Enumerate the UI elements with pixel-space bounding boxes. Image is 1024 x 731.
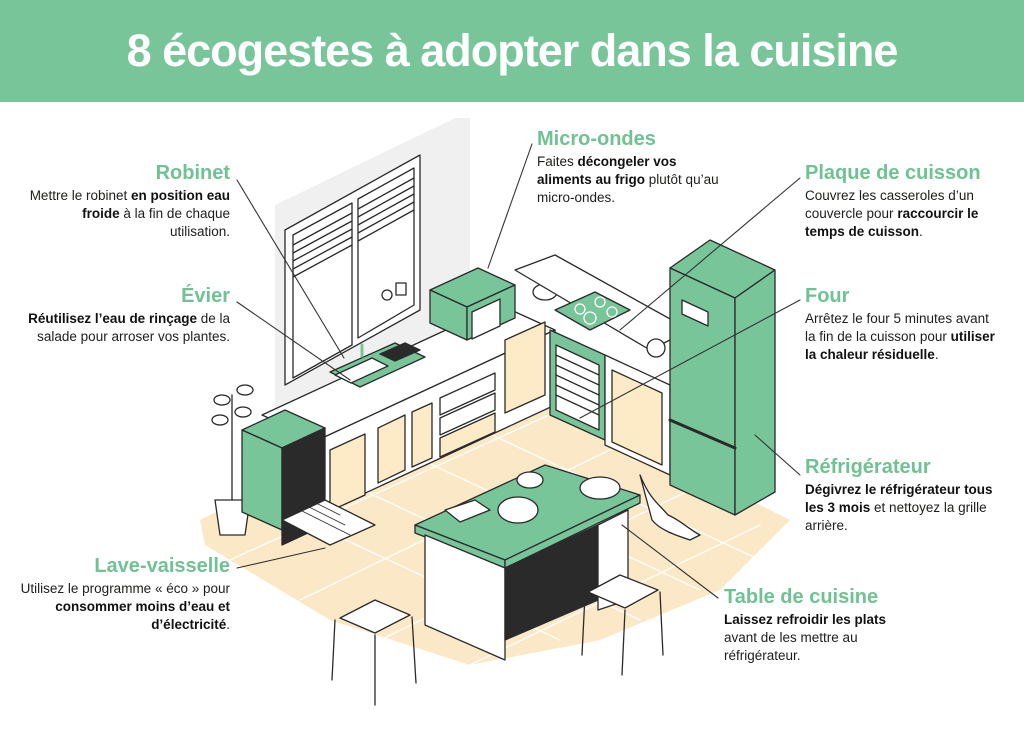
- leader-lines: [236, 143, 801, 599]
- tip-title: Évier: [181, 285, 230, 307]
- tip-robinet: Robinet Mettre le robinet en position ea…: [20, 161, 230, 241]
- dishwasher: [241, 409, 376, 546]
- tip-title: Robinet: [155, 162, 230, 184]
- tip-four: Four Arrêtez le four 5 minutes avant la …: [805, 285, 995, 362]
- stool-left: [331, 599, 417, 706]
- kitchen-island: [414, 464, 641, 661]
- tip-evier: Évier Réutilisez l’eau de rinçage de la …: [20, 284, 230, 346]
- header-banner: 8 écogestes à adopter dans la cuisine: [0, 0, 1024, 102]
- cat: [639, 474, 701, 541]
- kitchen-scale: [646, 338, 666, 358]
- kitchen-illustration: [200, 118, 801, 706]
- tip-title: Lave-vaisselle: [94, 555, 230, 577]
- microwave: [429, 267, 516, 341]
- tip-title: Plaque de cuisson: [805, 162, 981, 184]
- tip-title: Four: [805, 285, 850, 307]
- tip-lave-vaisselle: Lave-vaisselle Utilisez le programme « é…: [20, 555, 230, 632]
- stool-right: [581, 574, 664, 676]
- tip-title: Réfrigérateur: [805, 456, 931, 478]
- tip-table: Table de cuisine Laissez refroidir les p…: [724, 585, 909, 665]
- tip-title: Table de cuisine: [724, 586, 879, 608]
- plant: [211, 384, 254, 536]
- tip-micro-ondes: Micro-ondes Faites décongeler vos alimen…: [537, 127, 722, 207]
- page-title: 8 écogestes à adopter dans la cuisine: [126, 25, 899, 76]
- tip-refrigerateur: Réfrigérateur Dégivrez le réfrigérateur …: [805, 455, 1010, 535]
- fridge: [668, 239, 776, 516]
- window: [284, 154, 421, 386]
- cooktop: [554, 291, 631, 331]
- tip-plaque: Plaque de cuisson Couvrez les casseroles…: [805, 161, 1010, 241]
- tip-title: Micro-ondes: [537, 128, 656, 150]
